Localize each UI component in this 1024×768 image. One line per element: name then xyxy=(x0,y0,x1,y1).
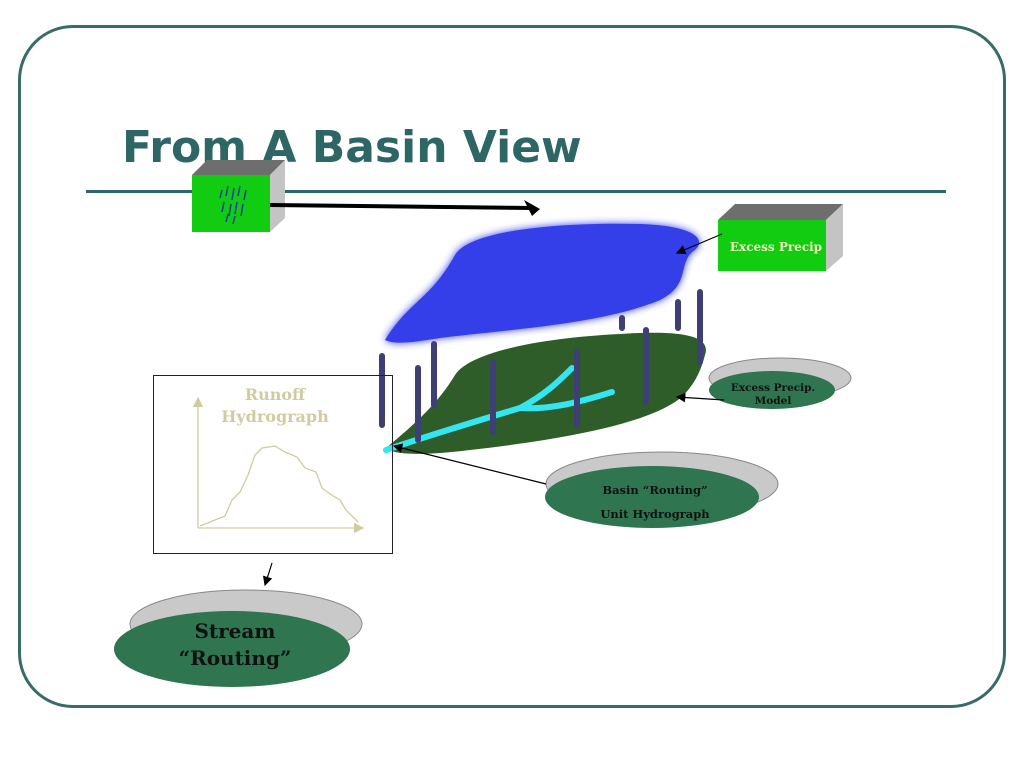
rain-connector xyxy=(269,200,540,216)
stream-label-line2: “Routing” xyxy=(178,646,292,670)
routing-label-line2: Unit Hydrograph xyxy=(600,507,710,521)
rain-icon xyxy=(219,185,247,225)
page-title: From A Basin View xyxy=(122,122,582,173)
rain-box xyxy=(192,160,285,232)
stream-routing-ellipse xyxy=(114,589,363,687)
model-label-line2: Model xyxy=(754,395,792,407)
stream-routing-label: Stream “Routing” xyxy=(150,618,320,672)
routing-label-line1: Basin “Routing” xyxy=(602,483,708,497)
slide-frame xyxy=(18,25,1006,708)
hydro-title-line1: Runoff xyxy=(244,385,306,404)
annotation-arrows xyxy=(262,233,725,587)
basin-routing-label: Basin “Routing” Unit Hydrograph xyxy=(560,478,750,526)
stream-label-line1: Stream xyxy=(194,619,276,643)
rain-columns xyxy=(379,289,703,443)
title-underline xyxy=(86,190,946,193)
hydrograph-chart xyxy=(192,396,365,534)
hydro-title-line2: Hydrograph xyxy=(221,407,329,426)
excess-precip-model-label: Excess Precip. Model xyxy=(726,382,820,408)
basin-routing-ellipse xyxy=(545,451,779,528)
stream-network xyxy=(383,365,615,453)
runoff-hydrograph-title: Runoff Hydrograph xyxy=(205,384,345,428)
model-label-line1: Excess Precip. xyxy=(730,382,816,394)
excess-precip-box xyxy=(718,204,843,271)
rain-cloud xyxy=(385,223,700,343)
runoff-hydrograph-box xyxy=(153,375,393,554)
excess-precip-model-ellipse xyxy=(708,357,852,409)
excess-precip-label: Excess Precip xyxy=(729,240,823,254)
